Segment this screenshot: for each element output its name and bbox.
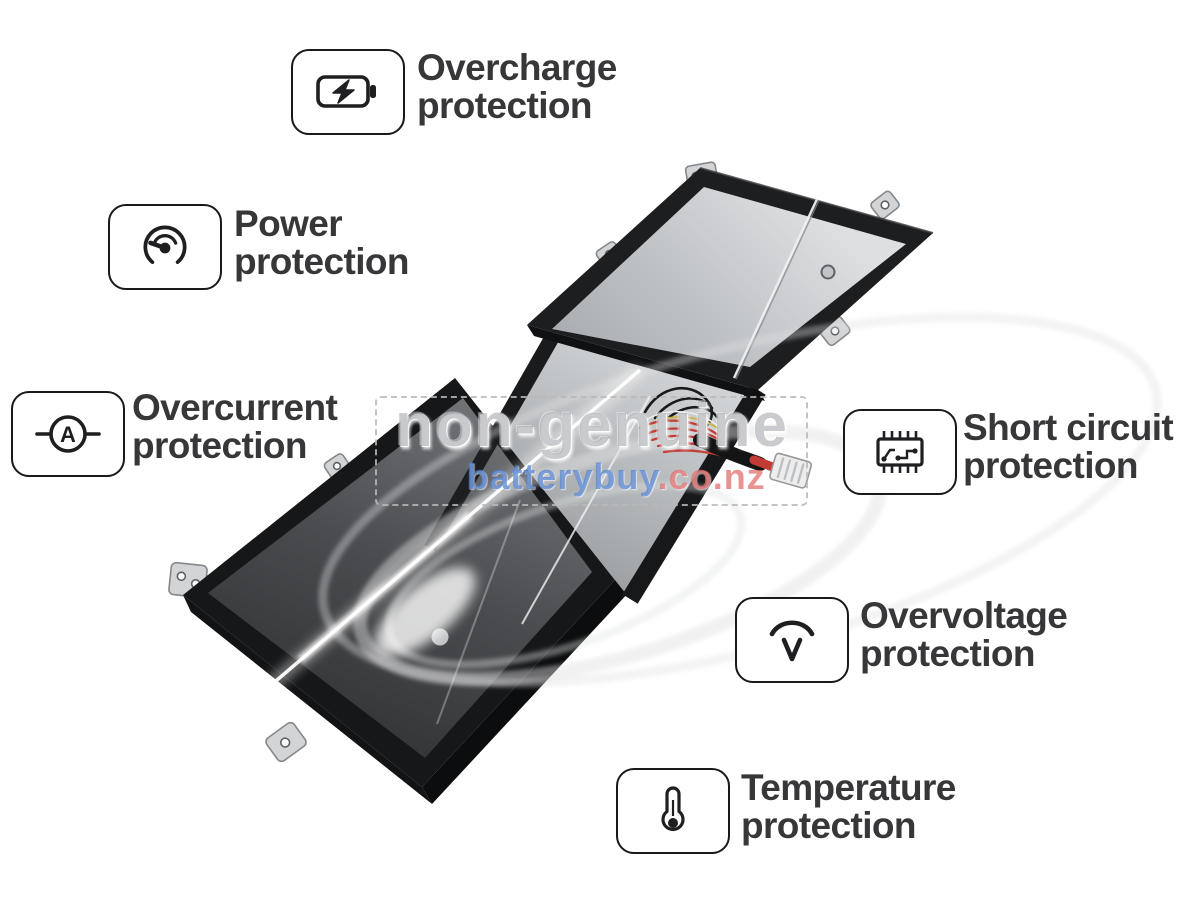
feature-overcharge-label: Overcharge protection (417, 49, 617, 125)
voltage-arc-icon (735, 597, 849, 683)
svg-text:A: A (60, 422, 76, 447)
feature-temperature-label: Temperature protection (741, 769, 956, 845)
watermark-site-tld: .co.nz (657, 456, 766, 497)
feature-label-line2: protection (417, 85, 592, 126)
feature-overvoltage-label: Overvoltage protection (860, 595, 1068, 674)
feature-short-circuit-label: Short circuit protection (963, 407, 1174, 486)
watermark-text: non-genuine (395, 391, 789, 460)
feature-label-line2: protection (234, 241, 409, 282)
ammeter-icon: A (11, 391, 125, 477)
feature-label-line1: Overcurrent (132, 387, 338, 428)
feature-label-line2: protection (963, 445, 1138, 486)
feature-overcurrent-label: Overcurrent protection (132, 387, 338, 466)
feature-power-label: Power protection (234, 205, 409, 281)
feature-label-line1: Overvoltage (860, 595, 1068, 636)
power-gauge-icon (108, 204, 222, 290)
thermometer-icon (616, 768, 730, 854)
feature-label-line2: protection (741, 805, 916, 846)
feature-label-line1: Overcharge (417, 47, 617, 88)
circuit-chip-icon (843, 409, 957, 495)
battery-charge-icon (291, 49, 405, 135)
feature-label-line1: Temperature (741, 767, 956, 808)
feature-label-line2: protection (132, 425, 307, 466)
wire-connector (769, 452, 813, 489)
feature-label-line1: Power (234, 203, 343, 244)
feature-label-line1: Short circuit (963, 407, 1174, 448)
battery-upper-cell (527, 167, 934, 401)
battery-wire-harness (638, 386, 813, 489)
watermark-site-name: batterybuy (466, 456, 658, 497)
gloss-swirl-decoration (259, 312, 1162, 725)
feature-label-line2: protection (860, 633, 1035, 674)
watermark-site-text: batterybuy.co.nz (466, 456, 765, 498)
